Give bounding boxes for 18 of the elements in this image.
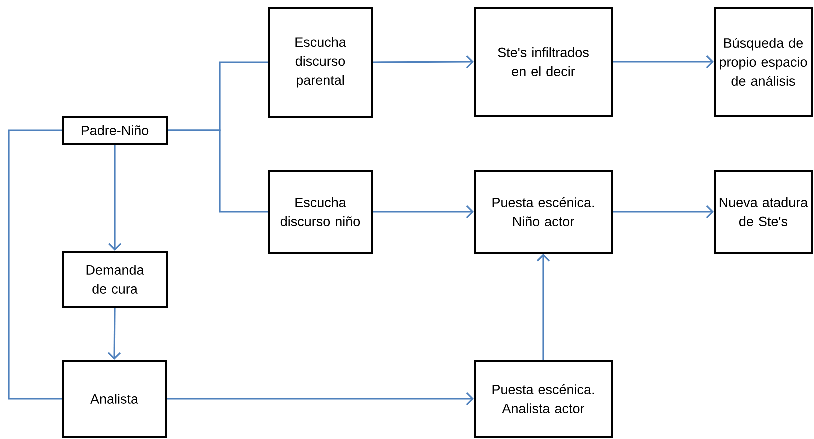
process-box: Escucha discurso parental <box>268 7 373 118</box>
arrow <box>613 55 714 69</box>
process-box: Padre-Niño <box>62 116 168 145</box>
arrow <box>167 392 474 406</box>
process-box: Nueva atadura de Ste's <box>714 170 813 254</box>
arrow <box>536 254 550 360</box>
process-box: Puesta escénica. Niño actor <box>474 170 613 254</box>
arrow <box>108 145 122 251</box>
process-box: Demanda de cura <box>62 251 168 308</box>
process-box: Puesta escénica. Analista actor <box>474 360 613 438</box>
process-box: Escucha discurso niño <box>268 170 373 254</box>
arrow <box>108 308 122 360</box>
process-box: Ste's infiltrados en el decir <box>474 7 613 117</box>
process-box: Búsqueda de propio espacio de análisis <box>714 7 813 117</box>
arrow <box>373 55 474 69</box>
process-box: Analista <box>62 360 167 438</box>
arrow <box>373 205 474 219</box>
arrow <box>613 205 714 219</box>
